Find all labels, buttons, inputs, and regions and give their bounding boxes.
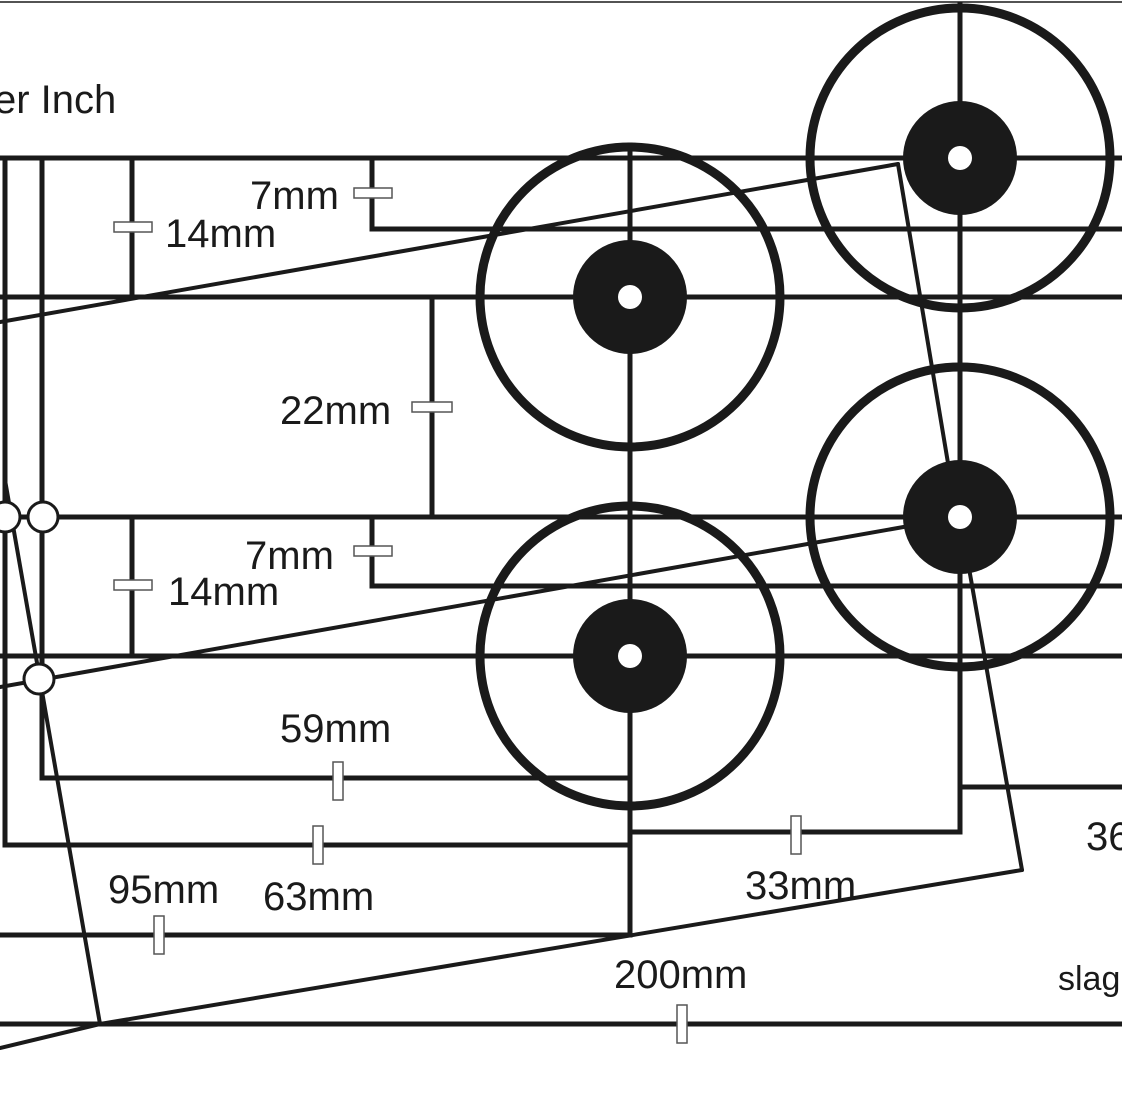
dim-label-36: 36 <box>1086 815 1122 859</box>
dim-label-95mm: 95mm <box>108 868 219 912</box>
dim-label-slag: slag <box>1058 960 1120 998</box>
dimension-labels: 7mm 14mm 22mm 7mm 14mm 59mm 63mm 95mm 33… <box>108 174 1122 998</box>
dim-label-22mm: 22mm <box>280 389 391 433</box>
node-b <box>26 500 60 534</box>
diagonal-lines <box>0 162 1024 1050</box>
pulley-lower-right <box>805 362 1115 672</box>
pulley-lower-middle <box>475 501 785 811</box>
dim-label-7mm-top: 7mm <box>250 174 339 218</box>
dim-label-33mm: 33mm <box>745 864 856 908</box>
dim-label-14mm-top: 14mm <box>165 212 276 256</box>
horizontal-lines <box>0 155 1122 1027</box>
dim-label-59mm: 59mm <box>280 707 391 751</box>
axle-pin <box>948 146 972 170</box>
axle-pin <box>948 505 972 529</box>
node-c <box>22 662 56 696</box>
dim-label-63mm: 63mm <box>263 875 374 919</box>
pulley-upper-middle <box>475 142 785 452</box>
dim-label-14mm-bottom: 14mm <box>168 570 279 614</box>
node-a <box>0 500 22 534</box>
dim-label-200mm: 200mm <box>614 953 747 997</box>
dim-label-7mm-bottom: 7mm <box>245 534 334 578</box>
axle-pin <box>618 285 642 309</box>
axle-pin <box>618 644 642 668</box>
dimension-ticks <box>113 187 802 1044</box>
pulley-top-right <box>805 3 1115 313</box>
junction-nodes <box>0 500 60 696</box>
diagram-title: er Inch <box>0 78 116 122</box>
